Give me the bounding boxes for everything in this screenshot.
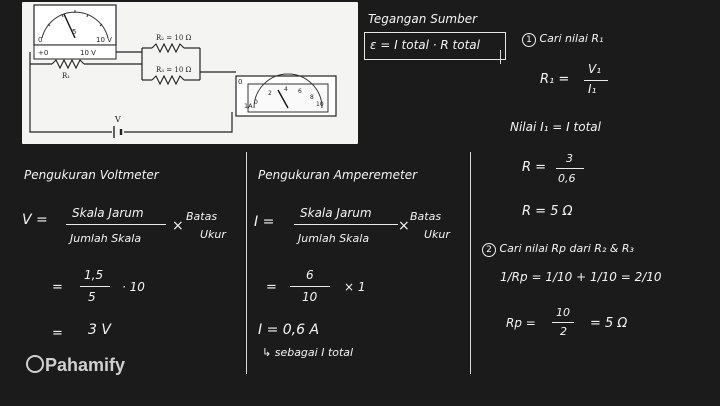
r1-fraction-numerator: V₁	[588, 62, 602, 76]
svg-text:+0: +0	[38, 49, 48, 57]
ammeter-eq2: =	[266, 280, 277, 295]
step1-label: 1 Cari nilai R₁	[522, 32, 603, 47]
voltmeter-ukur: Ukur	[200, 228, 226, 241]
pahamify-logo-mark	[26, 355, 44, 373]
pahamify-logo: Pahamify	[26, 355, 125, 376]
ammeter-step-numerator: 6	[306, 268, 314, 282]
pahamify-logo-text: Pahamify	[45, 355, 126, 375]
r-fraction-denominator: 0,6	[558, 172, 576, 185]
voltmeter-times: ×	[172, 218, 184, 234]
ammeter-step-multiplier: × 1	[344, 280, 366, 294]
voltmeter-step-numerator: 1,5	[84, 268, 104, 282]
r1-label: R₁	[62, 72, 70, 80]
voltmeter-eq3: =	[52, 326, 63, 341]
voltmeter-skala-jarum: Skala Jarum	[72, 206, 144, 220]
voltmeter-step-fraction-line	[80, 286, 110, 287]
r-equation-lhs: R =	[522, 160, 547, 175]
voltmeter-v-equals: V =	[22, 212, 48, 228]
ammeter-ukur: Ukur	[424, 228, 450, 241]
voltmeter-scale-5: 5	[72, 28, 76, 36]
step1-text: Cari nilai R₁	[539, 32, 604, 45]
ammeter-note: ↳ sebagai I total	[262, 346, 354, 359]
voltmeter-scale-10v: 10 V	[96, 36, 112, 44]
battery-label: V	[114, 115, 121, 124]
svg-text:0: 0	[238, 78, 242, 86]
divider-left	[246, 152, 247, 374]
ammeter-scale-6: 6	[298, 88, 302, 95]
step2-text: Cari nilai Rp dari R₂ & R₃	[499, 242, 634, 255]
ammeter-batas: Batas	[410, 210, 442, 223]
ammeter-scale-10: 10	[316, 101, 324, 108]
rp-fraction-denominator: 2	[560, 325, 567, 338]
ammeter-jumlah-skala: Jumlah Skala	[298, 232, 370, 245]
voltmeter-heading: Pengukuran Voltmeter	[24, 168, 159, 182]
voltmeter-step-multiplier: · 10	[122, 280, 145, 294]
nilai-statement: Nilai I₁ = I total	[510, 120, 601, 134]
voltmeter-step-denominator: 5	[88, 290, 96, 304]
ammeter-times: ×	[398, 218, 410, 234]
voltmeter-result: 3 V	[88, 322, 111, 338]
emf-formula: ε = I total · R total	[370, 38, 480, 52]
voltmeter-meter	[33, 4, 117, 46]
rp-fraction-line	[552, 322, 574, 323]
emf-formula-box	[364, 32, 506, 60]
step1-number: 1	[522, 33, 536, 47]
ammeter-step-denominator: 10	[302, 290, 318, 304]
rp-equation-lhs: Rp =	[506, 316, 536, 330]
ammeter-range-label: 1A	[244, 102, 253, 110]
circuit-drawing: 0 5 10 V +0 10 V	[29, 4, 337, 138]
tegangan-sumber-title: Tegangan Sumber	[368, 12, 478, 26]
r3-label: R₃ = 10 Ω	[156, 66, 192, 74]
ammeter-step-fraction-line	[290, 286, 330, 287]
voltmeter-jumlah-skala: Jumlah Skala	[70, 232, 142, 245]
svg-text:10 V: 10 V	[80, 49, 96, 57]
circuit-diagram: 0 5 10 V +0 10 V	[22, 2, 358, 144]
r2-label: R₂ = 10 Ω	[156, 34, 192, 42]
rp-result: = 5 Ω	[590, 316, 628, 331]
voltmeter-eq2: =	[52, 280, 63, 295]
ammeter-fraction-line	[294, 224, 398, 225]
ammeter-scale-4: 4	[284, 86, 288, 93]
divider-top	[500, 50, 501, 64]
ammeter-heading: Pengukuran Amperemeter	[258, 168, 418, 182]
r1-fraction-line	[584, 80, 608, 81]
divider-right	[470, 152, 471, 374]
ammeter-meter	[235, 73, 337, 117]
voltmeter-fraction-line	[66, 224, 166, 225]
voltmeter-scale-0: 0	[38, 36, 42, 44]
r1-fraction-denominator: I₁	[588, 82, 597, 96]
rp-reciprocal-equation: 1/Rp = 1/10 + 1/10 = 2/10	[500, 270, 662, 284]
ammeter-result: I = 0,6 A	[258, 322, 320, 338]
ammeter-scale-2: 2	[268, 90, 272, 97]
ammeter-skala-jarum: Skala Jarum	[300, 206, 372, 220]
r-fraction-numerator: 3	[566, 152, 573, 165]
r1-equation-lhs: R₁ =	[540, 72, 570, 87]
ammeter-scale-0: 0	[254, 99, 258, 106]
rp-fraction-numerator: 10	[556, 306, 570, 319]
step2-label: 2 Cari nilai Rp dari R₂ & R₃	[482, 242, 634, 257]
r-fraction-line	[556, 168, 584, 169]
ammeter-scale-8: 8	[310, 94, 314, 101]
step2-number: 2	[482, 243, 496, 257]
r-result: R = 5 Ω	[522, 204, 573, 219]
ammeter-i-equals: I =	[254, 214, 275, 230]
voltmeter-batas: Batas	[186, 210, 218, 223]
